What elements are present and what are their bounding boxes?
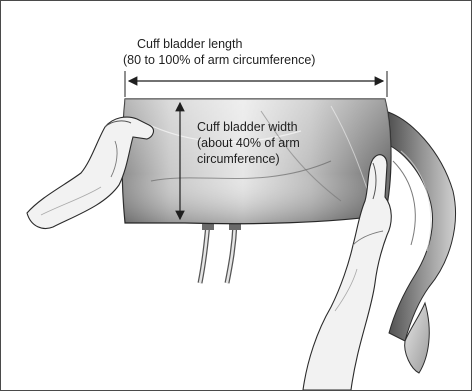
length-dimension (125, 71, 387, 97)
cuff-width-label: Cuff bladder width (about 40% of arm cir… (197, 119, 300, 167)
cuff-width-note-2: circumference) (197, 151, 300, 167)
cuff-tubes (200, 220, 241, 283)
cuff-length-title: Cuff bladder length (123, 36, 315, 52)
cuff-width-note-1: (about 40% of arm (197, 135, 300, 151)
cuff-length-label: Cuff bladder length (80 to 100% of arm c… (123, 36, 315, 68)
cuff-width-title: Cuff bladder width (197, 119, 300, 135)
cuff-length-note: (80 to 100% of arm circumference) (123, 52, 315, 68)
